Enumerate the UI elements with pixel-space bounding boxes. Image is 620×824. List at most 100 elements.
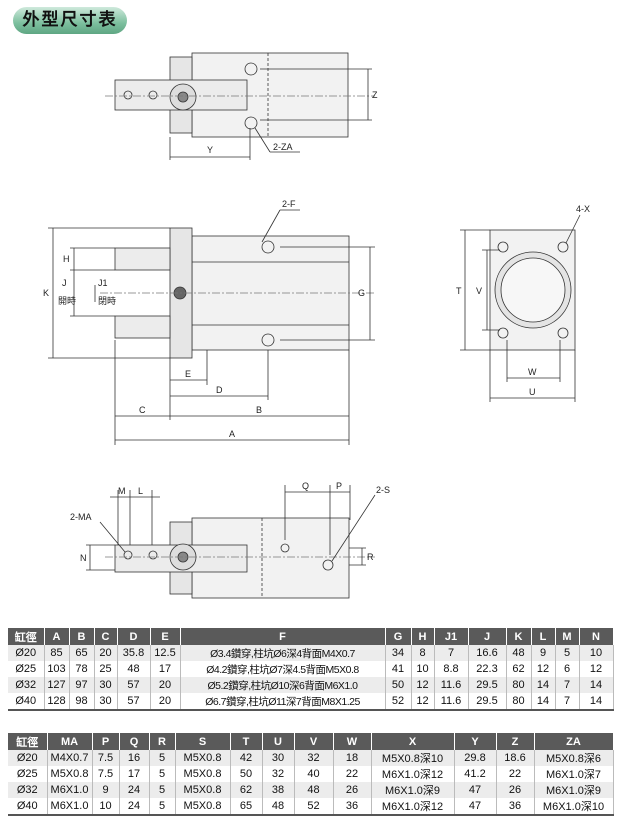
column-header: 缸徑 bbox=[8, 628, 45, 645]
table-cell: 8 bbox=[411, 645, 435, 661]
label-2-za: 2-ZA bbox=[273, 142, 293, 152]
column-header: F bbox=[180, 628, 386, 645]
table-cell: Ø40 bbox=[8, 693, 45, 711]
table-cell: 14 bbox=[579, 693, 614, 711]
label-p: P bbox=[336, 481, 342, 491]
table-cell: M6X1.0深12 bbox=[371, 798, 455, 816]
table-cell: 41.2 bbox=[454, 766, 497, 782]
table-cell: M5X0.8 bbox=[175, 782, 231, 798]
table-cell: 85 bbox=[44, 645, 70, 661]
column-header: S bbox=[175, 733, 231, 750]
label-t: T bbox=[456, 286, 462, 296]
column-header: A bbox=[44, 628, 70, 645]
section-title: 外型尺寸表 bbox=[13, 7, 127, 34]
column-header: H bbox=[411, 628, 435, 645]
table-cell: M6X1.0 bbox=[47, 782, 93, 798]
table-cell: 12.5 bbox=[150, 645, 181, 661]
table-cell: M4X0.7 bbox=[47, 750, 93, 766]
label-c: C bbox=[139, 405, 146, 415]
table-cell: 9 bbox=[531, 645, 556, 661]
table-cell: 14 bbox=[531, 693, 556, 711]
table-cell: 26 bbox=[496, 782, 535, 798]
table-cell: 48 bbox=[506, 645, 532, 661]
table-cell: 62 bbox=[230, 782, 263, 798]
column-header: N bbox=[579, 628, 614, 645]
column-header: B bbox=[69, 628, 95, 645]
table-cell: 35.8 bbox=[117, 645, 151, 661]
end-view-drawing: 4-X T V W U bbox=[456, 204, 590, 402]
label-a: A bbox=[229, 429, 235, 439]
table-cell: 24 bbox=[119, 798, 150, 816]
label-4-x: 4-X bbox=[576, 204, 590, 214]
table-cell: 7 bbox=[555, 677, 580, 693]
table-cell: 11.6 bbox=[434, 693, 469, 711]
label-l: L bbox=[138, 486, 143, 496]
table-cell: 62 bbox=[506, 661, 532, 677]
table-cell: 12 bbox=[579, 661, 614, 677]
table-cell: 7.5 bbox=[92, 766, 120, 782]
table-cell: 10 bbox=[92, 798, 120, 816]
table-cell: 5 bbox=[149, 750, 176, 766]
table-cell: 6 bbox=[555, 661, 580, 677]
label-g: G bbox=[358, 288, 365, 298]
table-cell: 127 bbox=[44, 677, 70, 693]
table-cell: 42 bbox=[230, 750, 263, 766]
column-header: J1 bbox=[434, 628, 469, 645]
table-cell: M5X0.8 bbox=[175, 798, 231, 816]
table-cell: 38 bbox=[262, 782, 295, 798]
front-view-drawing: 2-F H J 開時 J1 閉時 K G E D C B A bbox=[43, 199, 375, 445]
table-cell: Ø20 bbox=[8, 645, 45, 661]
table-cell: Ø20 bbox=[8, 750, 48, 766]
label-e: E bbox=[185, 369, 191, 379]
table-cell: M5X0.8 bbox=[175, 750, 231, 766]
table-cell: 78 bbox=[69, 661, 95, 677]
table-cell: 7 bbox=[555, 693, 580, 711]
table-cell: Ø32 bbox=[8, 677, 45, 693]
column-header: V bbox=[294, 733, 334, 750]
table-cell: 17 bbox=[150, 661, 181, 677]
table-cell: M6X1.0深9 bbox=[371, 782, 455, 798]
table-cell: 22 bbox=[333, 766, 372, 782]
table-cell: 5 bbox=[149, 798, 176, 816]
table-cell: 128 bbox=[44, 693, 70, 711]
table-cell: Ø6.7鑽穿,柱坑Ø11深7背面M8X1.25 bbox=[180, 693, 386, 711]
table-cell: M6X1.0深7 bbox=[534, 766, 614, 782]
column-header: ZA bbox=[534, 733, 614, 750]
table-cell: 30 bbox=[94, 677, 118, 693]
label-j1: J1 bbox=[98, 278, 108, 288]
table-cell: 65 bbox=[230, 798, 263, 816]
table-cell: 36 bbox=[333, 798, 372, 816]
label-j: J bbox=[62, 278, 67, 288]
table-cell: 5 bbox=[149, 766, 176, 782]
table-cell: 32 bbox=[294, 750, 334, 766]
table-cell: Ø25 bbox=[8, 766, 48, 782]
label-2-s: 2-S bbox=[376, 485, 390, 495]
table-cell: 47 bbox=[454, 798, 497, 816]
label-j-open: 開時 bbox=[58, 296, 76, 306]
label-q: Q bbox=[302, 481, 309, 491]
table-cell: 50 bbox=[385, 677, 412, 693]
column-header: R bbox=[149, 733, 176, 750]
table-cell: 14 bbox=[579, 677, 614, 693]
table-cell: 57 bbox=[117, 677, 151, 693]
table-cell: 12 bbox=[411, 693, 435, 711]
column-header: Y bbox=[454, 733, 497, 750]
table-cell: 50 bbox=[230, 766, 263, 782]
table-cell: 103 bbox=[44, 661, 70, 677]
column-header: C bbox=[94, 628, 118, 645]
table-cell: 30 bbox=[94, 693, 118, 711]
table-cell: 26 bbox=[333, 782, 372, 798]
table-cell: 52 bbox=[294, 798, 334, 816]
table-cell: Ø4.2鑽穿,柱坑Ø7深4.5背面M5X0.8 bbox=[180, 661, 386, 677]
table-cell: 48 bbox=[294, 782, 334, 798]
label-2-f: 2-F bbox=[282, 199, 296, 209]
label-n: N bbox=[80, 553, 87, 563]
table-cell: M6X1.0深12 bbox=[371, 766, 455, 782]
table-cell: 17 bbox=[119, 766, 150, 782]
